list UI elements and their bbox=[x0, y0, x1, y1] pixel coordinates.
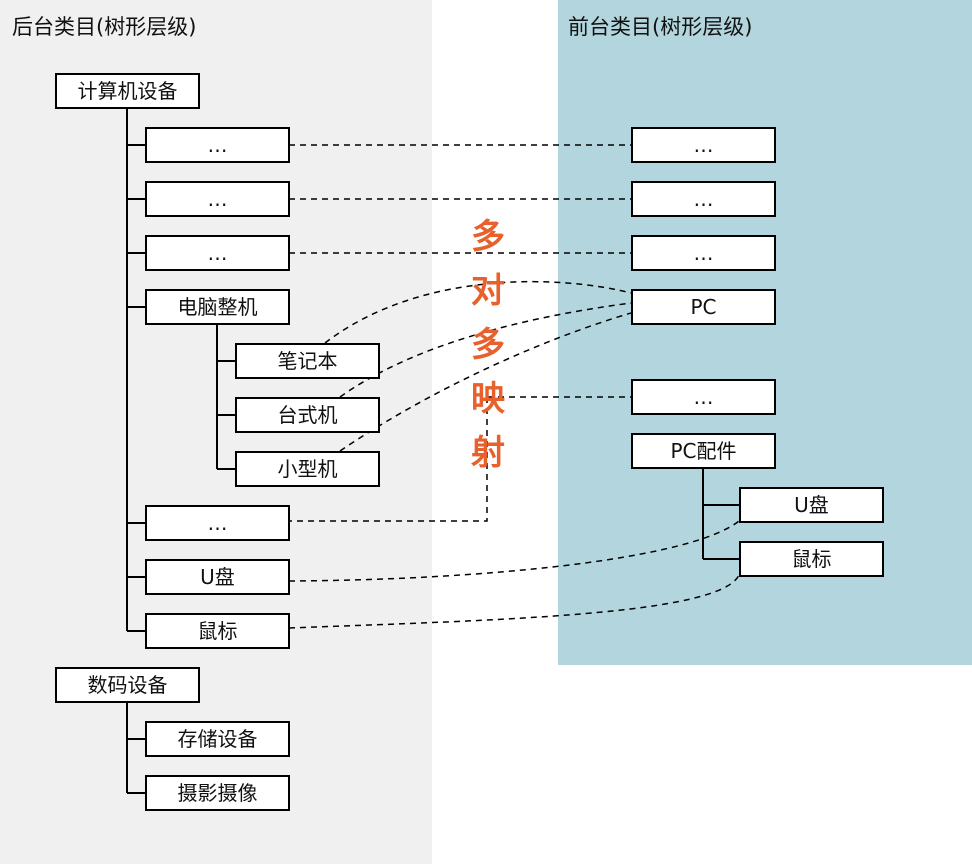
backend-node-mouse[interactable]: 鼠标 bbox=[145, 613, 290, 649]
frontend-node-placeholder[interactable]: … bbox=[631, 127, 776, 163]
frontend-node-placeholder[interactable]: … bbox=[631, 181, 776, 217]
frontend-node-pc[interactable]: PC bbox=[631, 289, 776, 325]
backend-node-placeholder[interactable]: … bbox=[145, 505, 290, 541]
backend-tree-computer bbox=[126, 109, 235, 632]
annotation-char: 映 bbox=[471, 379, 505, 419]
annotation-char: 多 bbox=[471, 217, 505, 257]
annotation-char: 对 bbox=[471, 271, 505, 311]
many-to-many-annotation: 多 对 多 映 射 bbox=[466, 210, 510, 480]
backend-node-udisk[interactable]: U盘 bbox=[145, 559, 290, 595]
backend-title: 后台类目(树形层级) bbox=[12, 15, 197, 39]
backend-node-pc-whole[interactable]: 电脑整机 bbox=[145, 289, 290, 325]
backend-node-photography[interactable]: 摄影摄像 bbox=[145, 775, 290, 811]
frontend-node-udisk[interactable]: U盘 bbox=[739, 487, 884, 523]
backend-node-desktop[interactable]: 台式机 bbox=[235, 397, 380, 433]
frontend-tree-pc-parts bbox=[702, 469, 739, 560]
backend-node-storage[interactable]: 存储设备 bbox=[145, 721, 290, 757]
mapping-lines bbox=[288, 144, 740, 629]
backend-node-digital-devices[interactable]: 数码设备 bbox=[55, 667, 200, 703]
annotation-char: 多 bbox=[471, 325, 505, 365]
frontend-title: 前台类目(树形层级) bbox=[568, 15, 753, 39]
backend-node-computer-devices[interactable]: 计算机设备 bbox=[55, 73, 200, 109]
frontend-node-pc-parts[interactable]: PC配件 bbox=[631, 433, 776, 469]
frontend-node-mouse[interactable]: 鼠标 bbox=[739, 541, 884, 577]
backend-node-placeholder[interactable]: … bbox=[145, 181, 290, 217]
frontend-node-placeholder[interactable]: … bbox=[631, 235, 776, 271]
annotation-char: 射 bbox=[471, 433, 505, 473]
backend-node-placeholder[interactable]: … bbox=[145, 235, 290, 271]
backend-tree-digital bbox=[126, 703, 145, 794]
backend-node-placeholder[interactable]: … bbox=[145, 127, 290, 163]
backend-node-laptop[interactable]: 笔记本 bbox=[235, 343, 380, 379]
backend-node-mini-pc[interactable]: 小型机 bbox=[235, 451, 380, 487]
frontend-node-placeholder[interactable]: … bbox=[631, 379, 776, 415]
